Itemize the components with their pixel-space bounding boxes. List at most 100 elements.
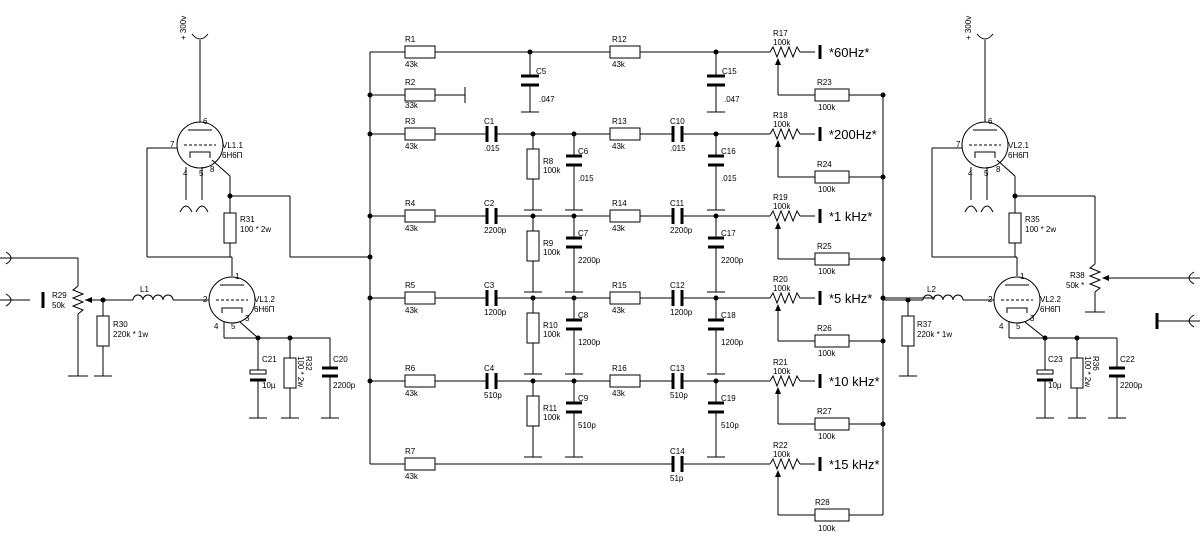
capacitor-shunt-b-value: .047: [724, 95, 740, 104]
potentiometer: [769, 127, 801, 141]
potentiometer-wiper: [775, 387, 781, 394]
resistor-shunt-label: R8: [543, 157, 554, 166]
resistor-series-b-label: R12: [612, 35, 627, 44]
resistor-shunt: [526, 395, 540, 427]
junction-dot: [880, 421, 886, 427]
resistor-series-a: [404, 45, 436, 59]
stage2-supply-label: + 300v: [964, 16, 973, 40]
vl11-pin-7: 7: [170, 140, 175, 149]
tube-vl1-1: [176, 121, 224, 169]
junction-dot: [571, 213, 577, 219]
capacitor-shunt-a-label: C6: [578, 147, 589, 156]
resistor-shunt: [526, 148, 540, 180]
r30-value: 220k * 1w: [113, 330, 148, 339]
c22-value: 2200p: [1120, 381, 1143, 390]
r2-value: 33k: [405, 101, 419, 110]
c20-label: C20: [333, 355, 348, 364]
r32-value: 100 * 2w: [296, 356, 305, 387]
capacitor-shunt-b-label: C15: [722, 67, 737, 76]
tube-vl2-1: [961, 121, 1009, 169]
potentiometer-value: 100k: [773, 367, 791, 376]
resistor-series-b: [609, 374, 641, 388]
capacitor-shunt-b-value: 1200p: [721, 338, 744, 347]
potentiometer-value: 100k: [773, 120, 791, 129]
junction-dot: [530, 213, 536, 219]
c23-label: C23: [1048, 355, 1063, 364]
capacitor-series-b-value: 2200p: [670, 226, 693, 235]
r22-wiper: [775, 470, 781, 477]
resistor-r32: [283, 357, 297, 389]
c14-label: C14: [670, 447, 685, 456]
stage1-amplifier: + 300v 6 7 8 4 5 VL1.1 6Н6П R31 100 * 2w: [0, 16, 356, 419]
r35-value: 100 * 2w: [1025, 225, 1056, 234]
resistor-series-a-label: R5: [405, 281, 416, 290]
resistor-feedback: [814, 170, 850, 184]
junction-dot: [880, 174, 886, 180]
capacitor-series-a-label: C3: [484, 281, 495, 290]
resistor-series-b-value: 43k: [612, 142, 626, 151]
potentiometer-wiper: [775, 58, 781, 65]
resistor-series-a-value: 43k: [405, 389, 419, 398]
potentiometer-label: R21: [773, 358, 788, 367]
junction-dot: [713, 131, 719, 137]
resistor-r36: [1070, 357, 1084, 389]
junction-dot: [713, 213, 719, 219]
vl12-label: VL1.2: [254, 295, 275, 304]
r31-label: R31: [240, 215, 255, 224]
resistor-feedback: [814, 252, 850, 266]
potentiometer-label: R17: [773, 29, 788, 38]
r7-value: 43k: [405, 472, 419, 481]
c21-value: 10µ: [262, 381, 276, 390]
resistor-series-b-value: 43k: [612, 224, 626, 233]
vl11-type: 6Н6П: [222, 151, 243, 160]
capacitor-shunt-b-label: C18: [721, 311, 736, 320]
r28-label: R28: [815, 498, 830, 507]
resistor-series-a: [404, 209, 436, 223]
vl11-pin-8: 8: [210, 165, 215, 174]
capacitor-series-b-value: 510p: [670, 391, 688, 400]
capacitor-shunt-b-label: C16: [721, 147, 736, 156]
resistor-series-a-label: R1: [405, 35, 416, 44]
capacitor-shunt-b-value: 510p: [721, 421, 739, 430]
junction-dot: [713, 378, 719, 384]
vl12-pin-5: 5: [231, 322, 236, 331]
capacitor-series-b-label: C10: [670, 117, 685, 126]
vl22-pin-5: 5: [1016, 322, 1021, 331]
capacitor-series-a-value: 510p: [484, 391, 502, 400]
resistor-feedback-value: 100k: [818, 349, 836, 358]
potentiometer: [769, 209, 801, 223]
junction-dot: [367, 213, 373, 219]
potentiometer-r38: [1088, 263, 1102, 293]
vl12-pin-3: 3: [245, 314, 250, 323]
resistor-series-a-value: 43k: [405, 224, 419, 233]
capacitor-series-a-value: 1200p: [484, 308, 507, 317]
c14-value: 51p: [670, 474, 684, 483]
junction-dot: [367, 254, 373, 260]
output-band-label: *10 kHz*: [829, 374, 880, 389]
r38-value: 50k *: [1066, 281, 1084, 290]
output-band-label: *5 kHz*: [829, 291, 872, 306]
resistor-feedback-value: 100k: [818, 432, 836, 441]
junction-dot: [571, 131, 577, 137]
c21-label: C21: [262, 355, 277, 364]
resistor-series-a-label: R3: [405, 117, 416, 126]
vl22-pin-1: 1: [1020, 272, 1025, 281]
potentiometer-r22: [769, 457, 801, 471]
resistor-series-b: [609, 209, 641, 223]
capacitor-shunt-b-value: .015: [721, 174, 737, 183]
resistor-series-b-value: 43k: [612, 306, 626, 315]
stage2-amplifier: + 300v 6 7 8 4 5 VL2.1 6Н6П R35 100 * 2w: [883, 16, 1200, 419]
filter-rows-components: R143kR1243kC5.047C15.047R17100k*60Hz*R23…: [404, 29, 880, 441]
r2-label: R2: [405, 78, 416, 87]
capacitor-shunt-a-value: 510p: [578, 421, 596, 430]
resistor-series-a: [404, 127, 436, 141]
vl22-label: VL2.2: [1040, 295, 1061, 304]
r36-value: 100 * 2w: [1083, 356, 1092, 387]
resistor-shunt-value: 100k: [543, 248, 561, 257]
c22-label: C22: [1120, 355, 1135, 364]
resistor-shunt-label: R11: [543, 404, 558, 413]
junction-dot: [530, 131, 536, 137]
filter-wiring: [290, 51, 935, 516]
capacitor-series-a-label: C1: [484, 117, 495, 126]
capacitor-shunt-a-label: C9: [578, 394, 589, 403]
